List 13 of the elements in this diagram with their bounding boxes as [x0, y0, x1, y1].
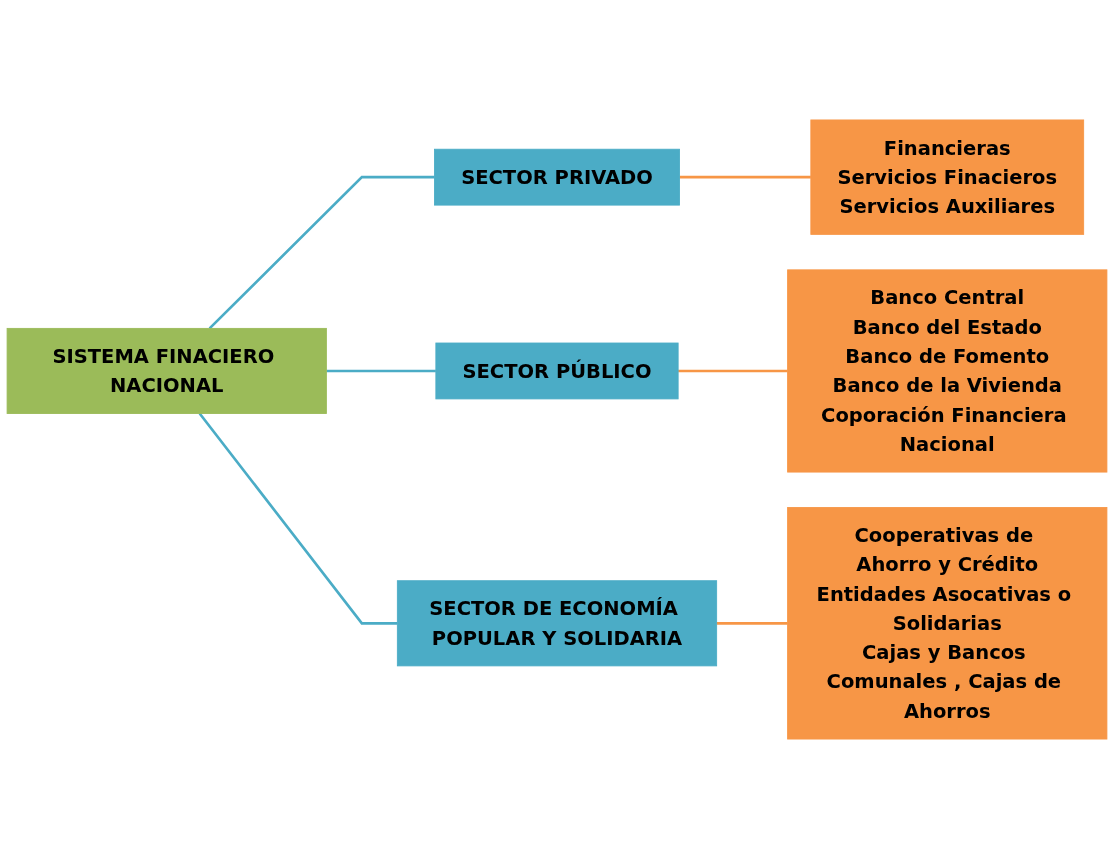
node-box: SECTOR DE ECONOMÍA POPULAR Y SOLIDARIA	[396, 580, 718, 667]
node-box: Financieras Servicios Finacieros Servicios Auxiliares	[810, 119, 1085, 235]
connector	[198, 412, 398, 625]
connector	[326, 369, 436, 373]
connector	[678, 369, 788, 373]
node-box: SECTOR PÚBLICO	[435, 342, 679, 400]
node-box: SECTOR PRIVADO	[434, 148, 680, 206]
node-box: SISTEMA FINACIERO NACIONAL	[6, 327, 327, 414]
node-box: Banco Central Banco del Estado Banco de Fomento Banco de la Vivienda Coporación Financiera Nacional	[787, 269, 1108, 473]
connector	[679, 175, 811, 179]
node-box: Cooperativas de Ahorro y Crédito Entidades Asocativas o Solidarias Cajas y Bancos Comunales , Cajas de Ahorros	[787, 507, 1108, 740]
connector	[716, 621, 788, 625]
connector	[208, 175, 435, 330]
